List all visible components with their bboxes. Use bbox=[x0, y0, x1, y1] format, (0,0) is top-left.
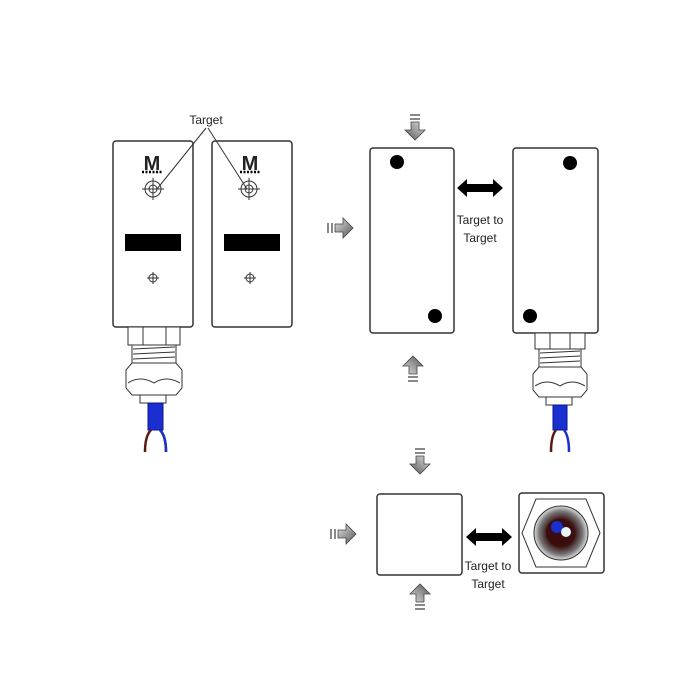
sensor-pair-square: Target to Target bbox=[329, 447, 605, 611]
logo-icon: M bbox=[242, 153, 259, 175]
approach-arrow-icon bbox=[409, 583, 431, 611]
sensor-body bbox=[369, 147, 455, 334]
leader-line bbox=[207, 127, 248, 190]
cable-gland bbox=[532, 332, 588, 406]
target-label: Target bbox=[189, 113, 223, 127]
sensor-pair-rect: Target to Target bbox=[326, 113, 599, 453]
target-to-target-label: Target to bbox=[465, 559, 512, 573]
screw-icon bbox=[147, 272, 256, 284]
target-body bbox=[512, 147, 599, 334]
indicator-bar bbox=[224, 234, 280, 251]
approach-arrow-icon bbox=[402, 355, 424, 383]
target-body bbox=[376, 493, 463, 576]
approach-arrow-icon bbox=[326, 217, 354, 239]
approach-arrow-icon bbox=[329, 523, 357, 545]
target-to-target-label: Target to bbox=[457, 213, 504, 227]
logo-icon: M bbox=[144, 153, 161, 175]
approach-arrow-icon bbox=[409, 447, 431, 475]
cable-gland bbox=[125, 326, 183, 404]
target-to-target-label-2: Target bbox=[463, 231, 497, 245]
target-to-target-label-2: Target bbox=[471, 577, 505, 591]
double-arrow-icon bbox=[466, 528, 512, 546]
cable bbox=[147, 402, 164, 431]
double-arrow-icon bbox=[457, 179, 503, 197]
approach-arrow-icon bbox=[404, 113, 426, 141]
leader-line bbox=[156, 127, 207, 190]
indicator-bar bbox=[125, 234, 181, 251]
sensor-pair-left: Target M M bbox=[112, 113, 293, 453]
